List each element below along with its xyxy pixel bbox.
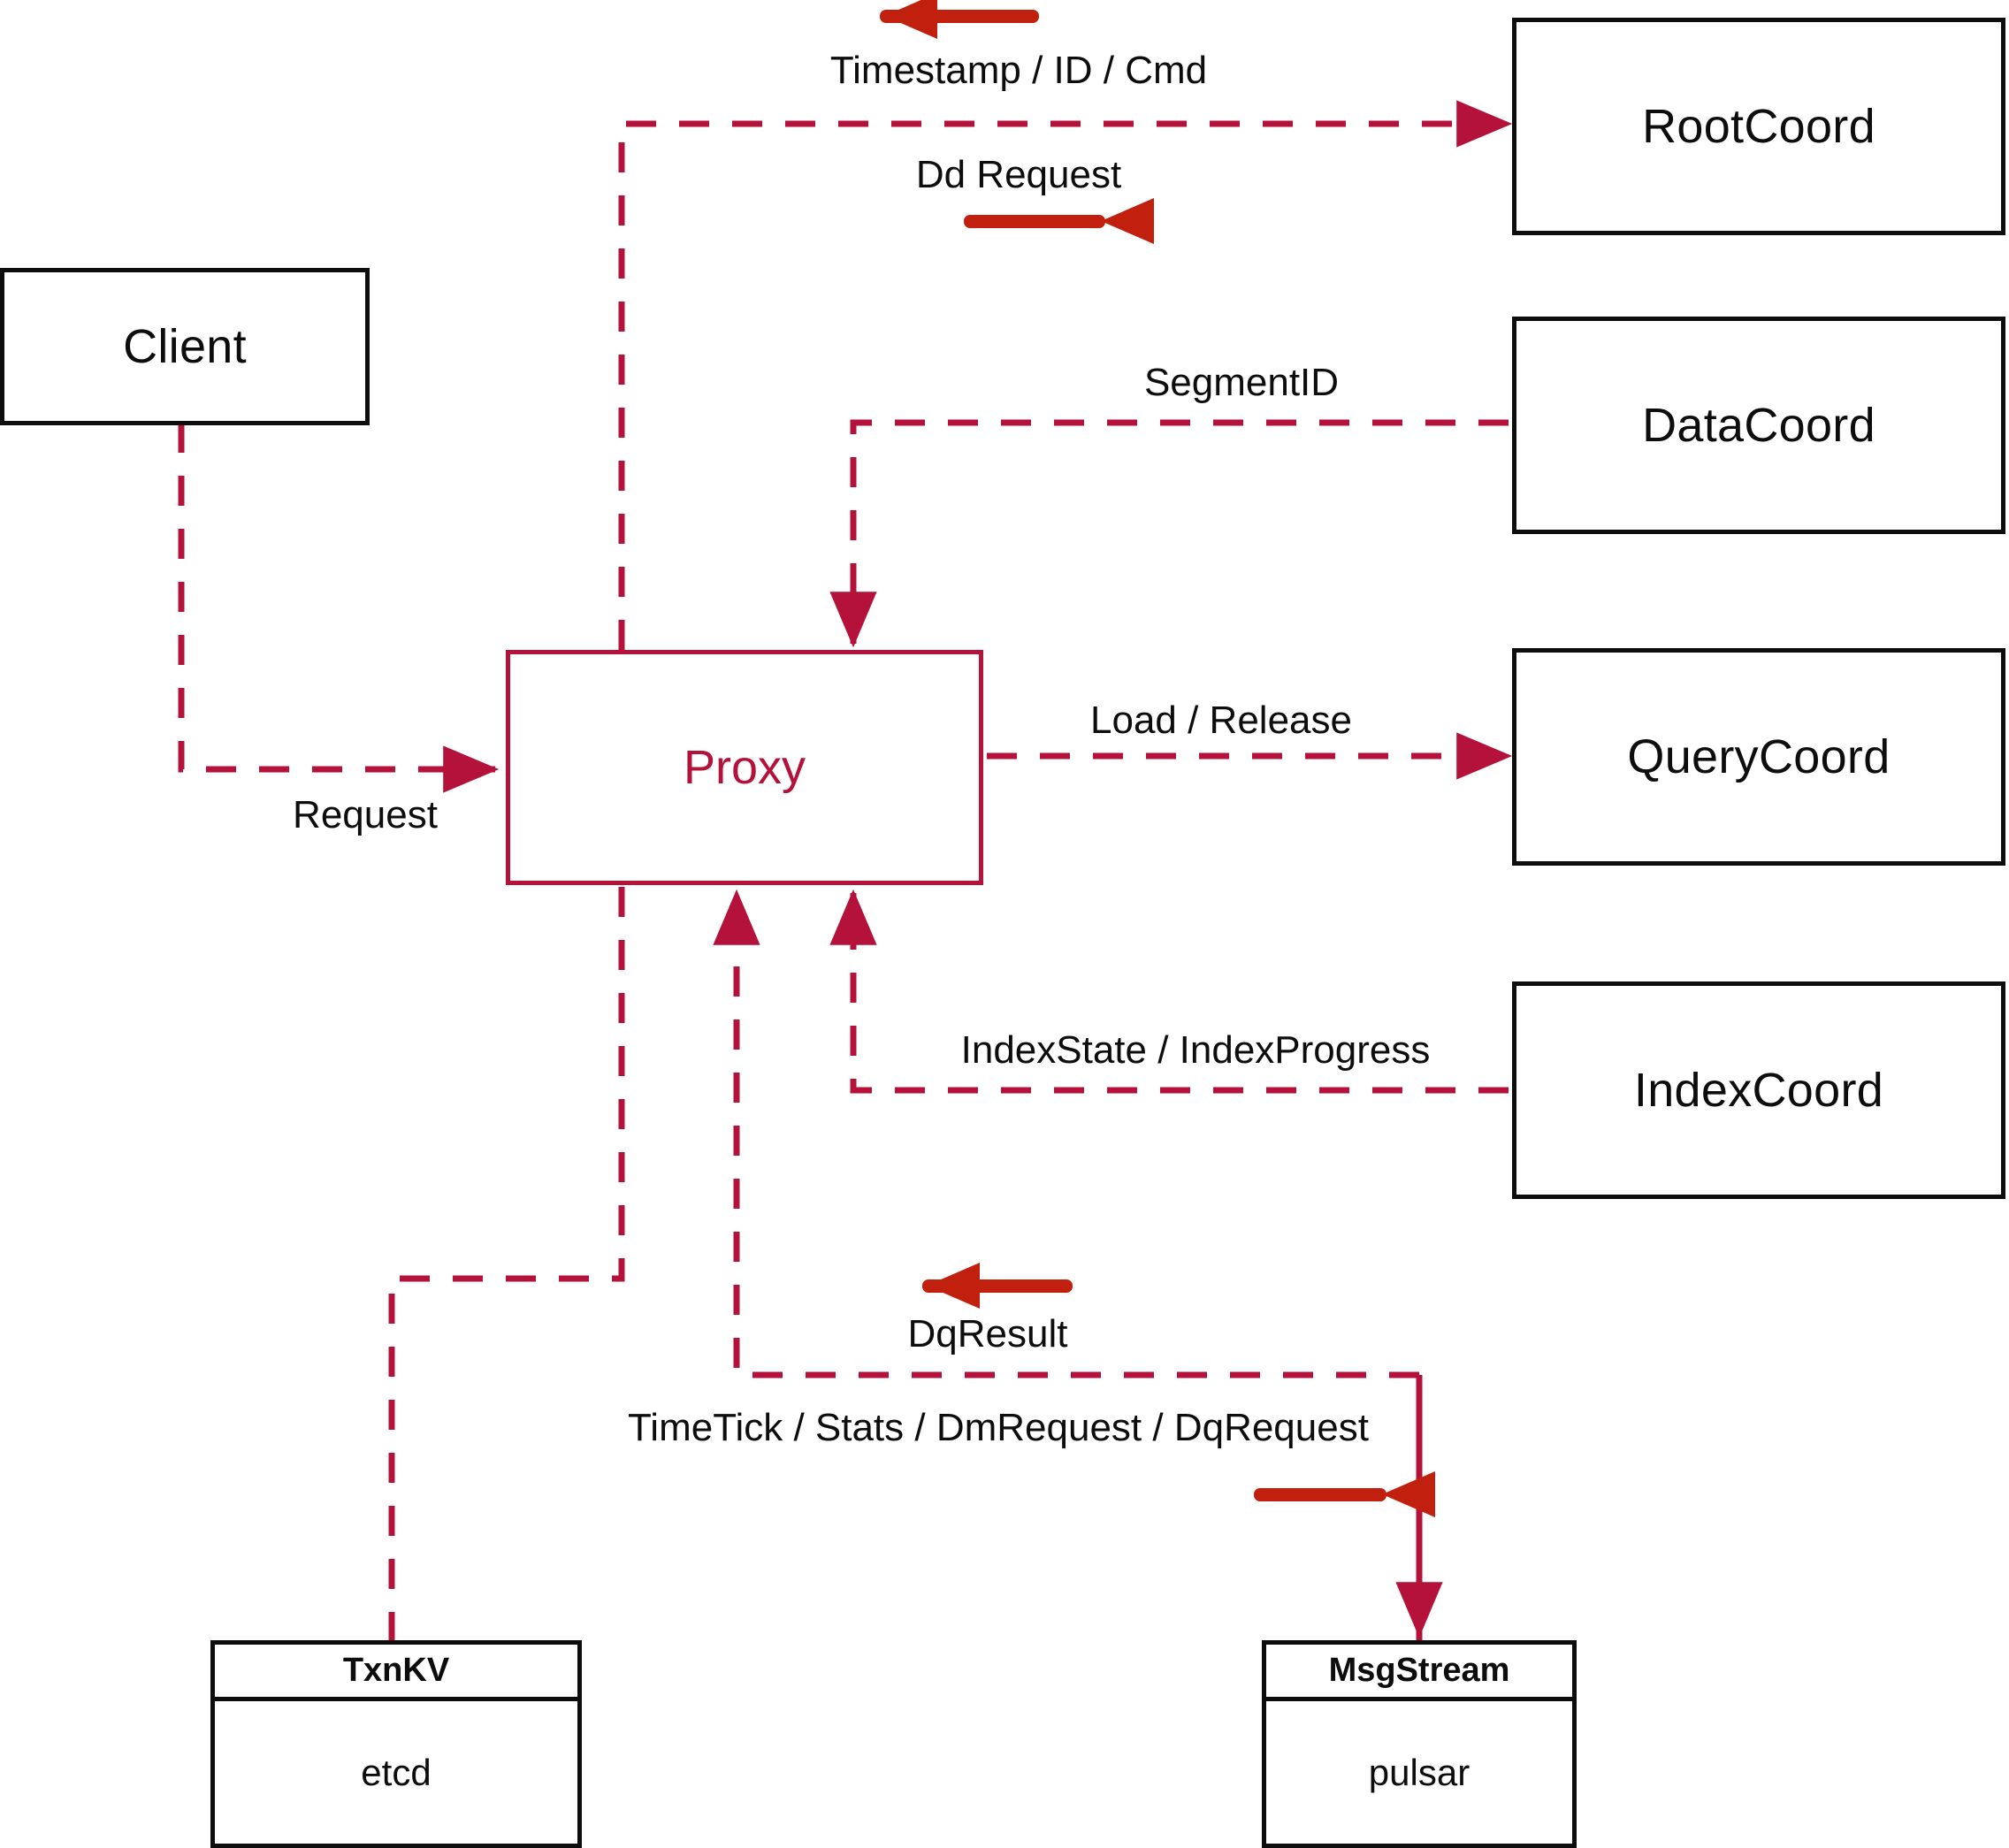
edge-client-to-proxy <box>178 423 500 793</box>
annotation-arrows <box>880 0 1435 1517</box>
edge-label-index-state-progress: IndexState / IndexProgress <box>960 1028 1431 1072</box>
node-client[interactable]: Client <box>0 268 370 425</box>
edge-indexcoord-to-proxy <box>829 889 1509 1094</box>
node-indexcoord-label: IndexCoord <box>1633 1064 1884 1117</box>
node-msgstream-header: MsgStream <box>1266 1645 1572 1701</box>
node-proxy-label: Proxy <box>683 741 806 794</box>
node-txnkv-header-label: TxnKV <box>342 1652 450 1689</box>
node-rootcoord[interactable]: RootCoord <box>1512 18 2005 235</box>
node-proxy[interactable]: Proxy <box>506 650 983 885</box>
edge-label-dq-result: DqResult <box>907 1312 1068 1355</box>
arrow-right-icon-ddrequest <box>964 198 1154 244</box>
node-client-label: Client <box>123 320 247 373</box>
edge-label-timetick-stats-dm-dq: TimeTick / Stats / DmRequest / DqRequest <box>628 1406 1369 1449</box>
node-txnkv[interactable]: TxnKV etcd <box>210 1640 582 1848</box>
node-querycoord-label: QueryCoord <box>1627 730 1891 783</box>
node-msgstream-header-label: MsgStream <box>1328 1652 1510 1689</box>
edge-label-dd-request: Dd Request <box>915 153 1122 196</box>
arrow-right-icon-timetick <box>1254 1471 1435 1517</box>
node-indexcoord[interactable]: IndexCoord <box>1512 981 2005 1199</box>
edge-label-timestamp-id-cmd: Timestamp / ID / Cmd <box>829 49 1208 92</box>
node-txnkv-body-label: etcd <box>361 1751 432 1793</box>
edge-label-request: Request <box>293 793 438 836</box>
node-txnkv-body: etcd <box>215 1701 577 1844</box>
node-datacoord-label: DataCoord <box>1642 399 1875 452</box>
node-txnkv-header: TxnKV <box>215 1645 577 1701</box>
node-datacoord[interactable]: DataCoord <box>1512 317 2005 534</box>
node-msgstream-body-label: pulsar <box>1368 1751 1470 1793</box>
edge-msgstream-to-proxy <box>713 889 1423 1640</box>
edge-label-segment-id: SegmentID <box>1143 361 1340 404</box>
edge-proxy-to-rootcoord <box>618 100 1513 650</box>
node-msgstream[interactable]: MsgStream pulsar <box>1262 1640 1577 1848</box>
node-rootcoord-label: RootCoord <box>1642 100 1875 153</box>
edge-datacoord-to-proxy <box>829 419 1509 648</box>
edge-label-load-release: Load / Release <box>1090 699 1352 742</box>
edge-proxy-to-txnkv <box>388 887 625 1640</box>
node-querycoord[interactable]: QueryCoord <box>1512 648 2005 866</box>
node-msgstream-body: pulsar <box>1266 1701 1572 1844</box>
arrow-left-icon-dqresult <box>922 1263 1073 1309</box>
arrow-left-icon-timestamp <box>880 0 1039 39</box>
